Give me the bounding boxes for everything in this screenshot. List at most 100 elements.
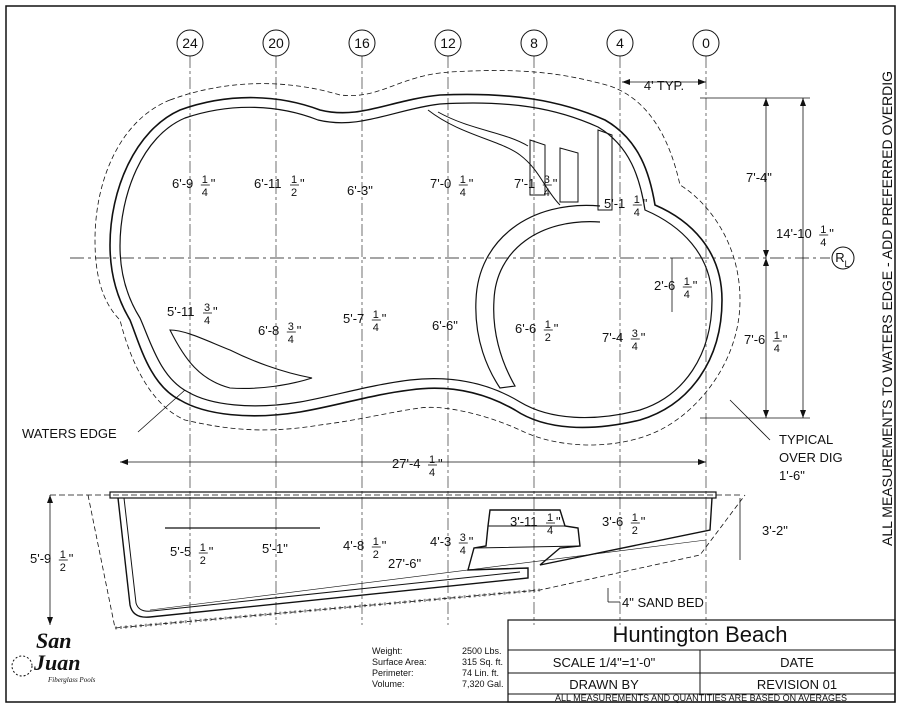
overdig-label-2: OVER DIG: [779, 450, 843, 465]
plan-top-dim: 7'-1 34": [514, 174, 558, 199]
grid-number: 4: [616, 35, 624, 51]
spec-label: Volume:: [372, 679, 405, 689]
overall-length-dim-text: 27'-4: [392, 456, 421, 471]
floor-length-dim: 27'-6": [388, 556, 422, 571]
grid-number: 24: [182, 35, 198, 51]
plan-bottom-dim-frac-num: 3: [288, 321, 294, 333]
plan-top-dim-frac-den: 4: [544, 187, 550, 199]
overall-length-dim-frac-den: 4: [429, 467, 435, 479]
arrow: [622, 79, 630, 85]
pool-specs: Weight:2500 Lbs.Surface Area:315 Sq. ft.…: [372, 646, 504, 689]
sheet-border: [5, 5, 896, 703]
grid-bubble: [434, 29, 462, 57]
plan-top-dim-frac-den: 4: [634, 207, 640, 219]
overdig-outline: [94, 70, 741, 446]
grid-number: 20: [268, 35, 284, 51]
grid-bubble: [692, 29, 720, 57]
plan-top-dim-frac-den: 2: [291, 187, 297, 199]
section-depth-dim-frac-num: 1: [200, 542, 206, 554]
grid-number: 12: [440, 35, 456, 51]
right-total-dim-frac-den: 4: [820, 237, 826, 249]
plan-bottom-dim-frac-den: 4: [288, 334, 294, 346]
section-depth-dim-frac-num: 1: [632, 512, 638, 524]
section-depth-dim-quote: ": [382, 538, 387, 553]
plan-bottom-dim-frac-num: 3: [204, 302, 210, 314]
coping: [109, 491, 717, 499]
right-top-dim-text: 7'-4": [746, 170, 772, 185]
section-depth-dim-text: 5'-5: [170, 544, 191, 559]
logo-swirl: [11, 655, 33, 677]
arrow: [47, 495, 53, 503]
plan-top-dim-quote: ": [643, 196, 648, 211]
arrow: [698, 459, 706, 465]
plan-top-dim-text: 7'-1: [514, 176, 535, 191]
logo-line-1: San: [36, 628, 71, 653]
overdig-label-3: 1'-6": [779, 468, 805, 483]
right-total-dim-frac-num: 1: [820, 224, 826, 236]
radius-dim-frac-den: 4: [684, 289, 690, 301]
left-depth-dim-text: 5'-9: [30, 551, 51, 566]
section-depth-dim-frac-num: 3: [460, 532, 466, 544]
centerline-sublabel: L: [844, 259, 849, 269]
arrow: [763, 410, 769, 418]
section-depth-dim-frac-num: 1: [547, 512, 553, 524]
arrow: [800, 98, 806, 106]
section-depth-dim-text: 4'-3: [430, 534, 451, 549]
grid-bubble: [520, 29, 548, 57]
left-depth-dim-frac-den: 2: [60, 562, 66, 574]
grid-bubble: [606, 29, 634, 57]
plan-top-dim: 6'-3": [347, 183, 373, 198]
entry-curve: [427, 109, 561, 206]
arrow: [800, 410, 806, 418]
spec-value: 315 Sq. ft.: [462, 657, 503, 667]
spec-value: 7,320 Gal.: [462, 679, 504, 689]
sand-bed-label: 4" SAND BED: [622, 595, 704, 610]
side-note: ALL MEASUREMENTS TO WATERS EDGE - ADD PR…: [879, 71, 895, 546]
plan-bottom-dim-frac-num: 1: [373, 309, 379, 321]
spec-value: 2500 Lbs.: [462, 646, 502, 656]
section-depth-dim-text: 3'-11: [510, 514, 538, 529]
section-overdig: [87, 494, 746, 629]
overdig-label-1: TYPICAL: [779, 432, 833, 447]
bench-curve: [475, 204, 601, 389]
plan-top-dim-frac-num: 1: [202, 174, 208, 186]
grid-bubble: [176, 29, 204, 57]
shell-profile-inner: [123, 497, 521, 612]
plan-top-dim-quote: ": [469, 176, 474, 191]
overall-length-dim-quote: ": [438, 456, 443, 471]
spec-label: Surface Area:: [372, 657, 427, 667]
plan-bottom-dim-frac-den: 4: [632, 341, 638, 353]
waters-edge-leader: [137, 389, 186, 433]
step-1: [529, 139, 546, 196]
plan-bottom-dim-quote: ": [554, 321, 559, 336]
plan-top-dim-frac-num: 1: [634, 194, 640, 206]
san-juan-logo: San Juan Fiberglass Pools: [11, 628, 96, 684]
section-depth-dim-frac-den: 2: [200, 555, 206, 567]
entry-curve-inner: [437, 111, 529, 147]
arrow: [763, 258, 769, 266]
section-depth-dim: 5'-1": [262, 541, 288, 556]
plan-bottom-dim: 6'-6": [432, 318, 458, 333]
centerline-symbol: [831, 246, 855, 270]
centerline-label: R: [835, 250, 844, 265]
plan-bottom-dim-text: 7'-4: [602, 330, 623, 345]
revision-label: REVISION 01: [757, 677, 837, 692]
plan-top-dim-quote: ": [553, 176, 558, 191]
plan-top-dim-frac-num: 3: [544, 174, 550, 186]
radius-dim-quote: ": [693, 278, 698, 293]
shallow-depth-label: 3'-2": [762, 523, 788, 538]
